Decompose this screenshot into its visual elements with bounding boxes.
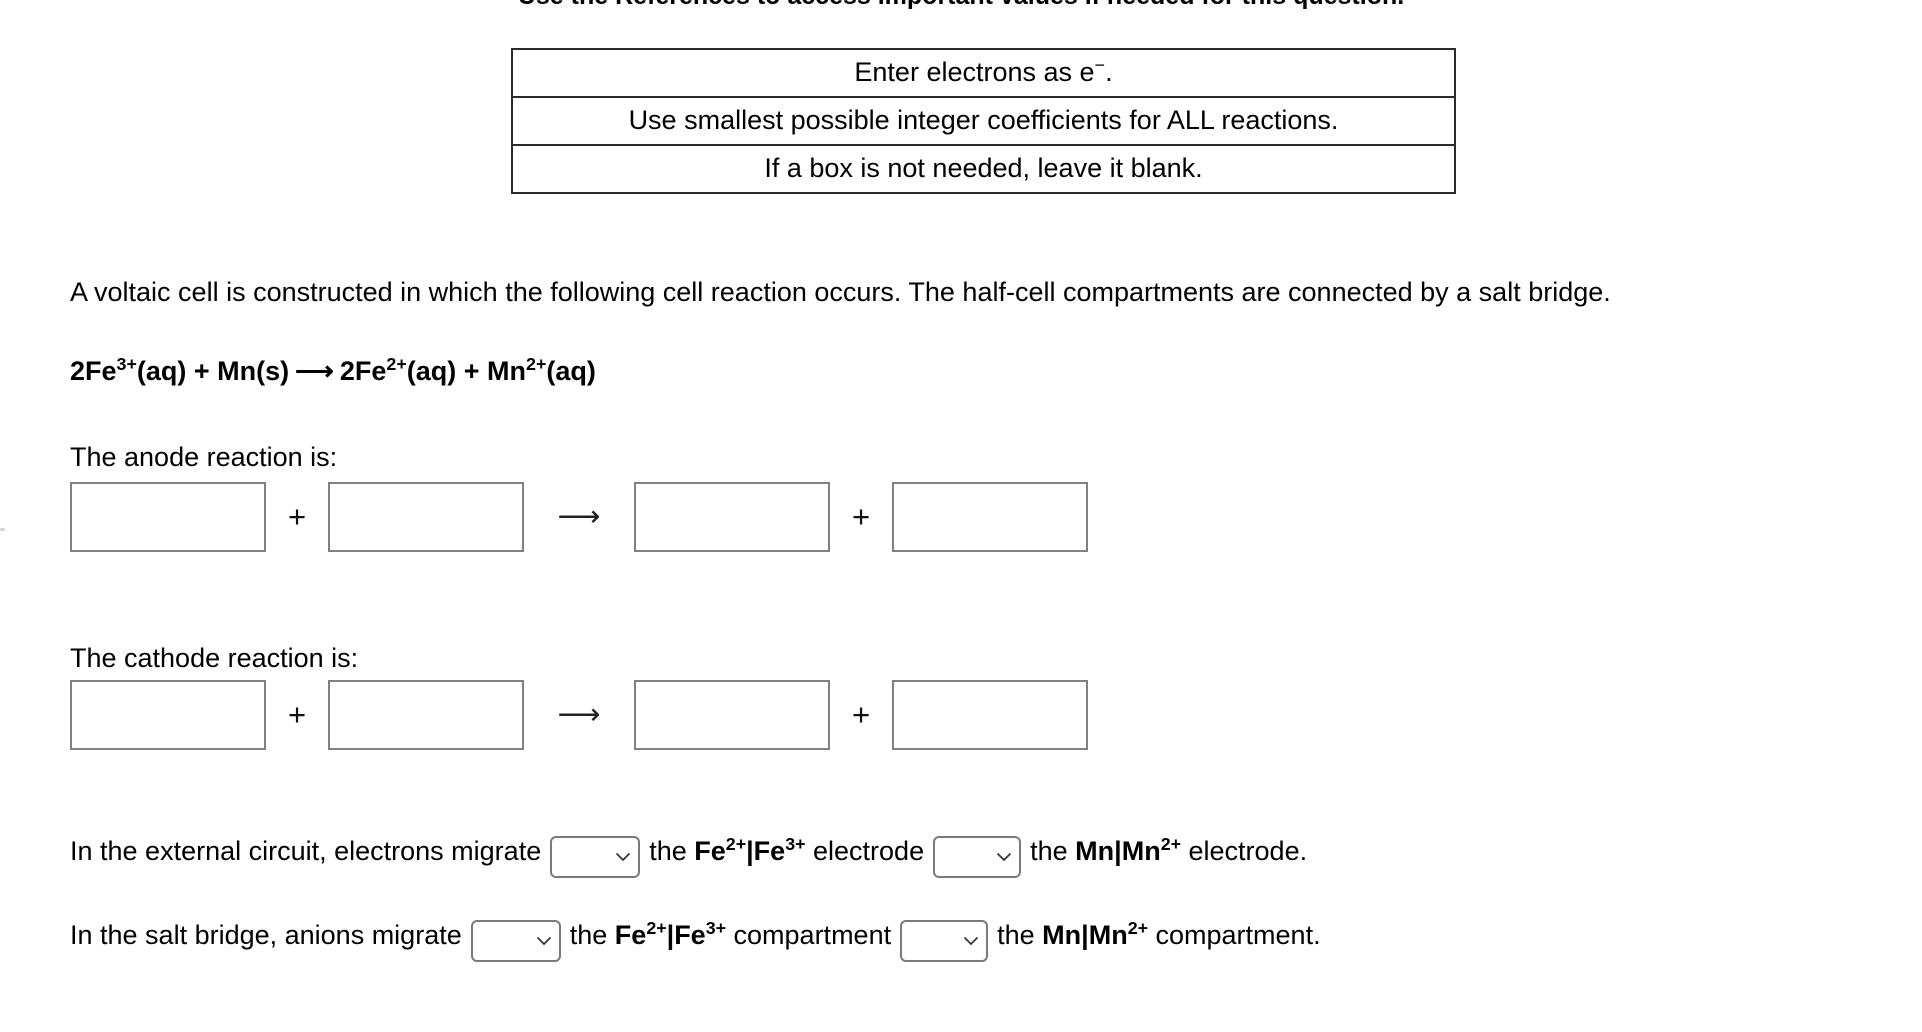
mn-electrode-separator: |: [1114, 836, 1122, 866]
external-circuit-select-1-wrapper[interactable]: [550, 836, 641, 878]
fe-compartment-separator: |: [666, 920, 675, 950]
fe-electrode-label: Fe2+|Fe3+: [694, 834, 806, 867]
cathode-arrow-icon: ⟶: [557, 698, 601, 731]
salt-bridge-statement: In the salt bridge, anions migrate the F…: [70, 918, 1321, 962]
salt-bridge-direction-select-1[interactable]: [470, 920, 561, 962]
electron-charge-superscript: −: [1094, 55, 1106, 75]
external-circuit-text-2: the: [649, 836, 687, 866]
eq-right-coefficient: 2: [339, 356, 355, 386]
eq-left-coefficient: 2: [70, 356, 86, 386]
eq-plus-right: +: [463, 356, 480, 386]
instruction-electrons-text: Enter electrons as e: [854, 57, 1095, 87]
fe-compartment-label: Fe2+|Fe3+: [614, 918, 727, 951]
salt-bridge-select-1-wrapper[interactable]: [470, 920, 561, 962]
cell-reaction-equation: 2Fe3+(aq) + Mn(s)⟶2Fe2+(aq) + Mn2+(aq): [70, 355, 596, 386]
eq-right-species-2-charge: 2+: [526, 354, 547, 374]
salt-bridge-direction-select-2[interactable]: [900, 920, 989, 962]
eq-plus-left: +: [193, 356, 210, 386]
anode-product-2-input[interactable]: [892, 482, 1088, 552]
anode-plus-reactants: +: [287, 499, 307, 534]
fe-electrode-b: Fe: [753, 836, 786, 866]
anode-arrow-icon: ⟶: [557, 500, 601, 533]
cathode-reaction-row: + ⟶ +: [70, 680, 1088, 750]
fe-electrode-b-charge: 3+: [785, 834, 806, 854]
instruction-cell-coefficients: Use smallest possible integer coefficien…: [511, 96, 1456, 146]
mn-compartment-b-charge: 2+: [1127, 918, 1148, 938]
cathode-product-1-input[interactable]: [634, 680, 830, 750]
eq-left-species-1-state: (aq): [136, 356, 187, 386]
mn-compartment-a: Mn: [1042, 920, 1082, 950]
external-circuit-statement: In the external circuit, electrons migra…: [70, 834, 1308, 878]
eq-arrow-icon: ⟶: [295, 356, 334, 386]
cathode-reactant-2-input[interactable]: [328, 680, 524, 750]
cathode-plus-products: +: [851, 697, 871, 732]
table-row: If a box is not needed, leave it blank.: [511, 144, 1456, 194]
external-circuit-text-1: In the external circuit, electrons migra…: [70, 836, 542, 866]
instruction-cell-electrons: Enter electrons as e−.: [511, 48, 1456, 98]
mn-electrode-label: Mn|Mn2+: [1075, 834, 1181, 867]
mn-electrode-b-charge: 2+: [1160, 834, 1181, 854]
anode-reactant-1-input[interactable]: [70, 482, 266, 552]
mn-electrode-a: Mn: [1075, 836, 1115, 866]
eq-left-species-1: Fe: [85, 356, 117, 386]
external-circuit-text-3: electrode: [813, 836, 925, 866]
eq-right-species-1-state: (aq): [406, 356, 457, 386]
instructions-table: Enter electrons as e−. Use smallest poss…: [511, 48, 1456, 194]
table-row: Use smallest possible integer coefficien…: [511, 96, 1456, 146]
fe-compartment-b-charge: 3+: [705, 918, 727, 938]
eq-right-species-2-state: (aq): [546, 356, 596, 386]
fe-electrode-separator: |: [746, 836, 754, 866]
anode-reactant-2-input[interactable]: [328, 482, 524, 552]
fe-electrode-a-charge: 2+: [725, 834, 747, 854]
clipped-header-text: Use the References to access important v…: [0, 0, 1922, 11]
eq-left-species-1-charge: 3+: [116, 354, 137, 374]
cathode-reaction-label: The cathode reaction is:: [70, 643, 359, 673]
fe-compartment-a: Fe: [614, 920, 647, 950]
fe-compartment-b: Fe: [674, 920, 706, 950]
table-row: Enter electrons as e−.: [511, 48, 1456, 98]
salt-bridge-text-5: compartment.: [1155, 920, 1321, 950]
external-circuit-text-5: electrode.: [1188, 836, 1308, 866]
cathode-plus-reactants: +: [287, 697, 307, 732]
anode-product-1-input[interactable]: [634, 482, 830, 552]
instruction-cell-blank-box: If a box is not needed, leave it blank.: [511, 144, 1456, 194]
fe-electrode-a: Fe: [694, 836, 726, 866]
external-circuit-direction-select-1[interactable]: [550, 836, 641, 878]
mn-compartment-separator: |: [1081, 920, 1089, 950]
salt-bridge-text-3: compartment: [733, 920, 892, 950]
external-circuit-select-2-wrapper[interactable]: [933, 836, 1022, 878]
left-edge-artifact: [0, 528, 5, 531]
eq-right-species-1: Fe: [354, 356, 387, 386]
cathode-reactant-1-input[interactable]: [70, 680, 266, 750]
mn-compartment-label: Mn|Mn2+: [1042, 918, 1148, 951]
cathode-product-2-input[interactable]: [892, 680, 1088, 750]
eq-left-species-2: Mn(s): [217, 356, 290, 386]
mn-compartment-b: Mn: [1088, 920, 1128, 950]
fe-compartment-a-charge: 2+: [646, 918, 667, 938]
external-circuit-direction-select-2[interactable]: [933, 836, 1022, 878]
instruction-electrons-period: .: [1105, 57, 1113, 87]
salt-bridge-text-4: the: [997, 920, 1035, 950]
salt-bridge-text-2: the: [569, 920, 608, 950]
mn-electrode-b: Mn: [1121, 836, 1161, 866]
anode-reaction-label: The anode reaction is:: [70, 442, 338, 472]
salt-bridge-text-1: In the salt bridge, anions migrate: [70, 920, 462, 950]
salt-bridge-select-2-wrapper[interactable]: [900, 920, 989, 962]
anode-reaction-row: + ⟶ +: [70, 482, 1088, 552]
question-intro-text: A voltaic cell is constructed in which t…: [70, 277, 1611, 307]
anode-plus-products: +: [851, 499, 871, 534]
eq-right-species-1-charge: 2+: [386, 354, 407, 374]
external-circuit-text-4: the: [1030, 836, 1068, 866]
eq-right-species-2: Mn: [487, 356, 527, 386]
